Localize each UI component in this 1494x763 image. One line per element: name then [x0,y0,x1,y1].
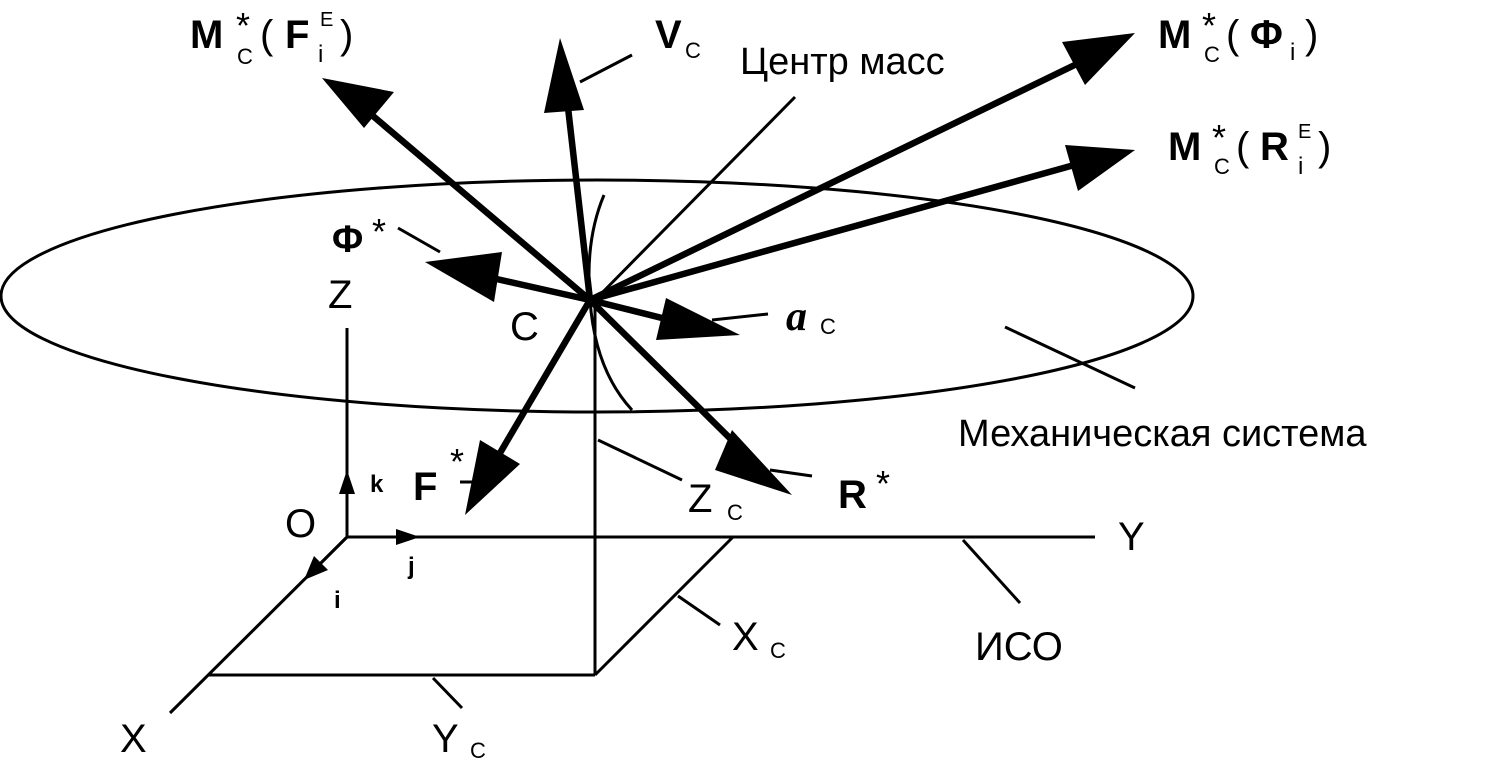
r-main: R [838,473,867,517]
m-r-close: ) [1318,125,1331,169]
leader-mech-system [1004,325,1136,390]
vectors [322,33,1135,515]
xc-projection-line [593,535,735,677]
leader-vc [579,53,633,84]
zc-main: Z [688,477,712,521]
vector-m-phi-shaft [588,57,1087,303]
r-star: * [876,463,890,504]
zc-sub: C [727,500,743,525]
label-yc: Y C [432,717,486,763]
m-phi-vsub: i [1290,39,1295,66]
label-y-axis: Y [1118,515,1145,559]
label-iso: ИСО [975,625,1063,669]
unit-k-head [339,470,355,494]
leader-center-of-mass [593,95,797,302]
m-phi-main: M [1158,13,1191,57]
unit-vectors [304,470,420,580]
leader-lines [397,53,1136,710]
vector-m-r-shaft [589,158,1086,304]
m-r-sub: C [1214,154,1230,179]
vector-f-shaft [487,298,593,472]
label-zc: Z C [688,477,743,525]
label-m-r: M * C ( R E i ) [1168,117,1331,180]
xc-main: X [732,615,759,659]
vector-r-shaft [587,297,753,461]
vc-main: V [655,13,682,57]
ac-sub: C [820,314,836,339]
label-m-phi: M * C ( Φ i ) [1158,5,1318,67]
label-phi: Φ * [332,211,386,261]
leader-r [769,468,813,478]
center-of-mass-point [585,295,595,305]
m-phi-star: * [1202,5,1216,46]
m-r-main: M [1168,125,1201,169]
vector-vc-shaft [562,89,594,301]
m-f-open: ( [260,13,274,57]
m-phi-sub: C [1204,42,1220,67]
unit-j-head [396,529,420,545]
m-phi-vec: Φ [1250,13,1283,57]
phi-star: * [372,211,386,252]
label-center-of-mass: Центр масс [740,41,945,83]
leader-iso [961,538,1022,605]
xc-sub: C [770,638,786,663]
m-phi-close: ) [1305,13,1318,57]
vector-vc-head [544,38,584,113]
leader-xc [677,594,721,627]
m-f-star: * [236,5,250,46]
yc-main: Y [432,717,459,761]
m-r-vsub: i [1298,153,1303,180]
leader-phi [397,226,441,254]
vector-m-f-shaft [357,102,593,303]
yc-sub: C [470,738,486,763]
vector-f-head [465,440,520,515]
m-f-sub: C [237,44,253,69]
f-star: * [450,441,464,482]
ac-main: a [786,294,807,340]
m-f-vsup: E [320,9,333,31]
vector-r-head [715,430,792,495]
m-f-main: M [190,13,223,57]
leader-zc [597,438,683,482]
phi-main: Φ [332,219,363,261]
m-r-star: * [1212,117,1226,158]
vector-m-phi-head [1062,33,1135,85]
m-f-close: ) [340,13,353,57]
leader-ac [711,312,769,322]
m-f-vsub: i [318,41,323,68]
trajectory-curve-lower [588,299,634,412]
m-phi-open: ( [1226,13,1240,57]
m-r-vsup: E [1298,121,1311,143]
label-mech-system: Механическая система [958,413,1367,455]
label-z-axis: Z [328,273,352,317]
label-x-axis: X [120,717,147,761]
vc-sub: C [685,38,701,63]
label-c: C [510,305,539,349]
f-main: F [413,465,437,509]
m-r-open: ( [1236,125,1250,169]
leader-yc [431,676,464,710]
label-r: R * [838,463,890,517]
label-unit-k: k [370,471,384,498]
label-origin: O [285,502,316,546]
unit-i-shaft [316,535,349,568]
vector-m-r-head [1065,145,1135,191]
vector-phi-head [425,252,502,302]
label-vc: V C [655,13,701,63]
label-m-f: M * C ( F E i ) [190,5,353,69]
vector-m-f-head [322,78,394,128]
label-unit-j: j [407,553,415,580]
label-f: F * [413,441,464,509]
label-xc: X C [732,615,786,663]
m-f-vec: F [285,13,309,57]
label-unit-i: i [334,587,341,614]
label-ac: a C [786,294,836,340]
mechanical-system-ellipse [0,178,1195,414]
m-r-vec: R [1260,125,1289,169]
vector-ac-head [656,298,740,340]
unit-i-head [304,556,328,580]
